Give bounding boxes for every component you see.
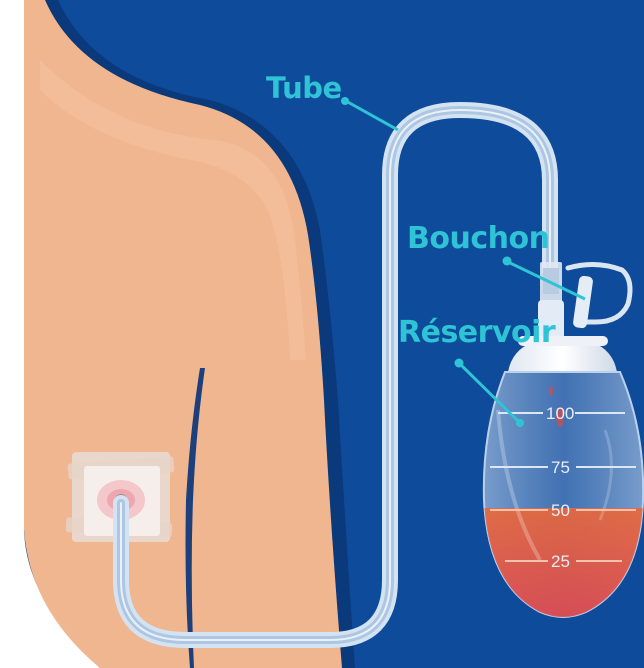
graduation-75: 75 bbox=[551, 458, 570, 477]
graduation-25: 25 bbox=[551, 552, 570, 571]
graduation-50: 50 bbox=[551, 501, 570, 520]
label-tube: Tube bbox=[266, 71, 342, 105]
label-bouchon: Bouchon bbox=[407, 221, 549, 256]
graduation-100: 100 bbox=[546, 404, 574, 423]
label-reservoir: Réservoir bbox=[398, 315, 556, 350]
